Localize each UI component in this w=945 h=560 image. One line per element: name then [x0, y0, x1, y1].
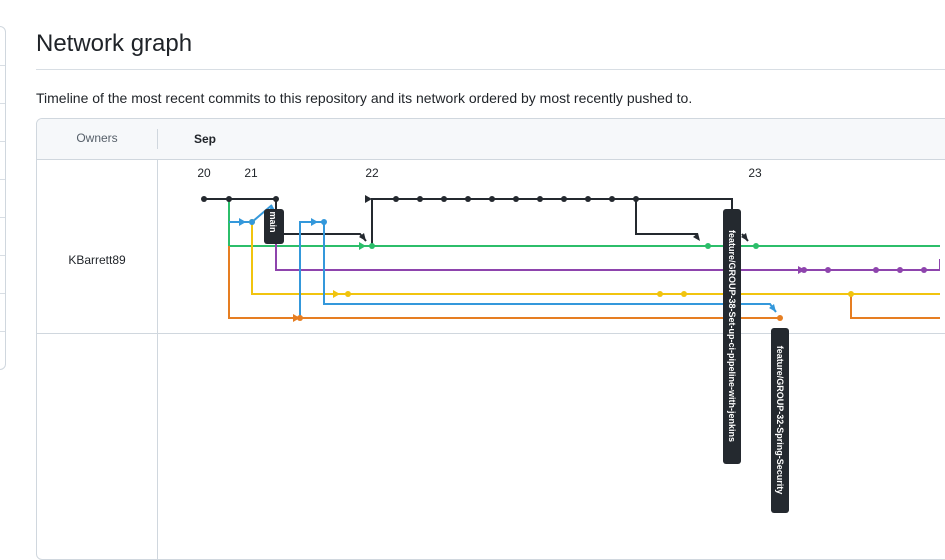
branch-lines	[204, 198, 940, 319]
branch-label-main-text: main	[268, 211, 278, 232]
arrow-head	[741, 233, 748, 241]
commit-dot[interactable]	[489, 196, 495, 202]
commit-dot[interactable]	[921, 267, 927, 273]
commit-dot[interactable]	[321, 219, 327, 225]
arrow-head	[359, 233, 366, 241]
page-description: Timeline of the most recent commits to t…	[36, 90, 693, 106]
branch-line	[228, 199, 940, 247]
arrow-head	[359, 242, 366, 250]
commit-dot[interactable]	[657, 291, 663, 297]
commit-dot[interactable]	[297, 315, 303, 321]
commit-dot[interactable]	[753, 243, 759, 249]
commit-dot[interactable]	[825, 267, 831, 273]
commit-dot[interactable]	[273, 196, 279, 202]
arrow-head	[311, 218, 318, 226]
commit-dot[interactable]	[345, 291, 351, 297]
commit-dot[interactable]	[609, 196, 615, 202]
commit-dot[interactable]	[561, 196, 567, 202]
commit-dots[interactable]	[201, 196, 927, 321]
commit-dot[interactable]	[393, 196, 399, 202]
branch-label-security[interactable]: feature/GROUP-32-Spring-Security	[771, 328, 789, 513]
graph-header: Owners Sep	[37, 119, 945, 160]
owner-column-divider	[157, 160, 158, 559]
arrow-head	[333, 290, 340, 298]
arrow-head	[769, 304, 776, 312]
commit-dot[interactable]	[201, 196, 207, 202]
branch-line	[275, 234, 940, 271]
branch-line	[386, 198, 698, 235]
commit-dot[interactable]	[848, 291, 854, 297]
branch-line	[251, 222, 940, 295]
commit-dot[interactable]	[226, 196, 232, 202]
commit-dot[interactable]	[633, 196, 639, 202]
arrow-head	[693, 233, 700, 241]
commit-dot[interactable]	[513, 196, 519, 202]
day-label: 23	[748, 166, 762, 180]
commit-dot[interactable]	[705, 243, 711, 249]
title-divider	[36, 69, 945, 70]
merge-arrows	[239, 195, 805, 322]
branch-line	[275, 199, 367, 242]
branch-label-ci[interactable]: feature/GROUP-38-Set-up-ci-pipeline-with…	[723, 209, 741, 464]
branch-line	[228, 246, 780, 319]
branch-line	[299, 221, 777, 318]
commit-dot[interactable]	[537, 196, 543, 202]
month-label: Sep	[194, 132, 217, 146]
commit-dot[interactable]	[585, 196, 591, 202]
arrow-head	[293, 314, 300, 322]
page-title: Network graph	[36, 30, 193, 57]
day-label: 20	[197, 166, 211, 180]
commit-dot[interactable]	[465, 196, 471, 202]
branch-label-ci-text: feature/GROUP-38-Set-up-ci-pipeline-with…	[727, 230, 737, 442]
branch-line	[850, 294, 940, 319]
commit-dot[interactable]	[369, 243, 375, 249]
branch-label-main[interactable]: main	[264, 209, 284, 244]
arrow-head	[365, 195, 372, 203]
commit-dot[interactable]	[777, 315, 783, 321]
commit-dot[interactable]	[249, 219, 255, 225]
day-label: 22	[365, 166, 379, 180]
commit-dot[interactable]	[441, 196, 447, 202]
commit-dot[interactable]	[873, 267, 879, 273]
day-label: 21	[244, 166, 258, 180]
branch-label-security-text: feature/GROUP-32-Spring-Security	[775, 346, 785, 495]
arrow-head	[239, 218, 246, 226]
branch-line	[371, 198, 386, 246]
owners-column-header: Owners	[76, 131, 118, 145]
commit-dot[interactable]	[417, 196, 423, 202]
branch-line	[636, 198, 733, 214]
header-divider	[157, 129, 158, 149]
commit-dot[interactable]	[801, 267, 807, 273]
owner-row-divider	[37, 333, 945, 334]
commit-dot[interactable]	[897, 267, 903, 273]
owner-name[interactable]: KBarrett89	[68, 253, 126, 267]
commit-dot[interactable]	[681, 291, 687, 297]
